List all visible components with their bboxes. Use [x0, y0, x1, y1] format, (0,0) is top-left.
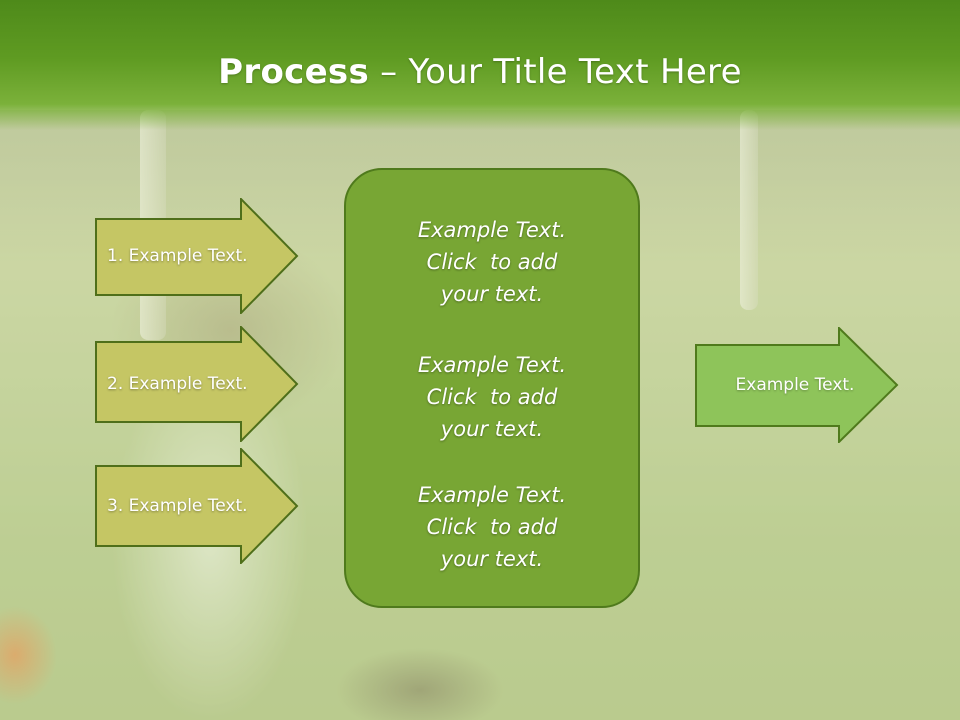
panel-line: Example Text.: [417, 218, 567, 242]
title-bar: [0, 0, 960, 130]
panel-line: Click to add: [426, 250, 558, 274]
panel-line: your text.: [440, 417, 544, 441]
result-label: Example Text.: [735, 375, 855, 395]
panel-text-block[interactable]: Example Text. Click to add your text.: [346, 479, 638, 575]
step-label: 2. Example Text.: [107, 374, 248, 394]
step-label: 1. Example Text.: [107, 246, 248, 266]
step-arrow-shape: [95, 198, 299, 314]
panel-line: Example Text.: [417, 353, 567, 377]
step-label: 3. Example Text.: [107, 496, 248, 516]
step-arrow-shape: [95, 448, 299, 564]
step-arrow-1[interactable]: 1. Example Text.: [95, 198, 300, 314]
panel-line: Example Text.: [417, 483, 567, 507]
result-arrow-shape: [695, 327, 899, 443]
panel-line: your text.: [440, 547, 544, 571]
panel-text-block[interactable]: Example Text. Click to add your text.: [346, 214, 638, 310]
step-arrow-shape: [95, 326, 299, 442]
slide-title[interactable]: Process – Your Title Text Here: [0, 52, 960, 92]
background-tree-trunk: [740, 110, 758, 310]
result-arrow[interactable]: Example Text.: [695, 327, 900, 443]
panel-line: Click to add: [426, 515, 558, 539]
center-text-panel[interactable]: Example Text. Click to add your text. Ex…: [344, 168, 640, 608]
panel-line: Click to add: [426, 385, 558, 409]
panel-text-block[interactable]: Example Text. Click to add your text.: [346, 349, 638, 445]
title-rest: – Your Title Text Here: [369, 52, 742, 92]
panel-line: your text.: [440, 282, 544, 306]
title-bold: Process: [218, 52, 370, 92]
step-arrow-2[interactable]: 2. Example Text.: [95, 326, 300, 442]
step-arrow-3[interactable]: 3. Example Text.: [95, 448, 300, 564]
